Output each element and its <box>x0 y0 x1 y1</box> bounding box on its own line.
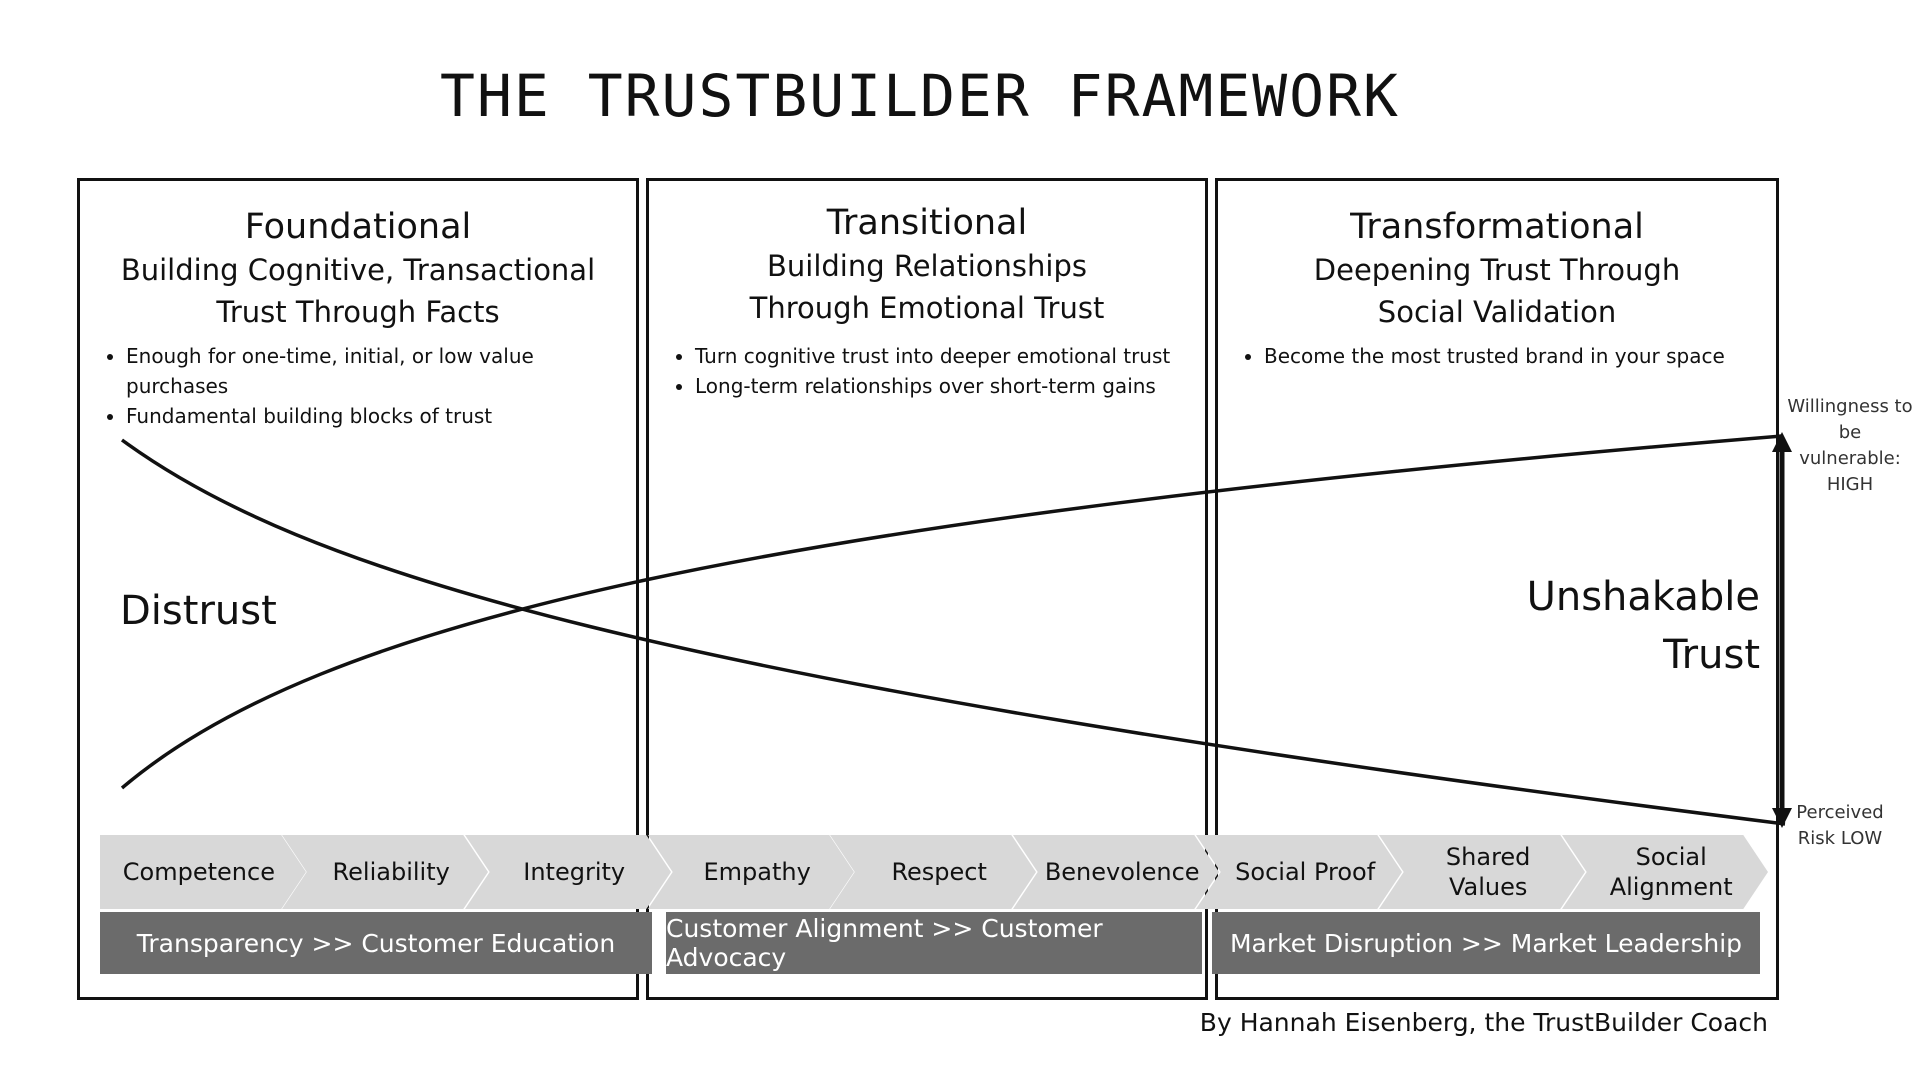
stage-label: Shared Values <box>1445 843 1531 901</box>
stage-label: Empathy <box>703 858 811 886</box>
panel-transitional: Transitional Building Relationships Thro… <box>646 178 1208 1000</box>
stage-label: Respect <box>891 858 987 886</box>
trust-label-line2: Trust <box>1663 632 1760 678</box>
bullet-list: Become the most trusted brand in your sp… <box>1240 341 1766 371</box>
phase-title: Transformational <box>1350 207 1644 247</box>
panel-header: Transitional Building Relationships Thro… <box>649 201 1205 329</box>
strategy-bar: Customer Alignment >> Customer Advocacy <box>666 912 1202 974</box>
phase-subtitle-line1: Deepening Trust Through <box>1313 253 1681 287</box>
stage-chevron: Competence <box>100 835 306 909</box>
stage-label: Benevolence <box>1044 858 1200 886</box>
phase-subtitle-line2: Through Emotional Trust <box>749 291 1105 325</box>
phase-subtitle-line1: Building Relationships <box>767 249 1087 283</box>
page-title: THE TRUSTBUILDER FRAMEWORK <box>440 62 1400 130</box>
strategy-bar: Transparency >> Customer Education <box>100 912 652 974</box>
risk-line2: Risk LOW <box>1797 828 1883 849</box>
bullet-list: Turn cognitive trust into deeper emotion… <box>671 341 1195 401</box>
phase-subtitle-line2: Social Validation <box>1377 295 1617 329</box>
bullet-item: Long-term relationships over short-term … <box>695 371 1195 401</box>
bullet-item: Become the most trusted brand in your sp… <box>1264 341 1766 371</box>
panel-transformational: Transformational Deepening Trust Through… <box>1215 178 1779 1000</box>
stage-label: Social Proof <box>1235 858 1376 886</box>
stage-chevron: Respect <box>830 835 1036 909</box>
risk-line1: Perceived <box>1796 802 1884 823</box>
vulnerable-line1: Willingness to <box>1787 396 1913 417</box>
stage-label: Reliability <box>332 858 450 886</box>
stage-label: Integrity <box>523 858 626 886</box>
stage-chevron: Integrity <box>465 835 671 909</box>
distrust-label: Distrust <box>120 588 277 634</box>
stage-chevron: Benevolence <box>1013 835 1219 909</box>
phase-title: Transitional <box>826 203 1028 243</box>
author-credit: By Hannah Eisenberg, the TrustBuilder Co… <box>1199 1008 1768 1037</box>
stage-chevron: Reliability <box>282 835 488 909</box>
bullet-list: Enough for one-time, initial, or low val… <box>102 341 626 431</box>
bullet-item: Fundamental building blocks of trust <box>126 401 626 431</box>
stage-chevron: Social Alignment <box>1562 835 1768 909</box>
risk-note: Perceived Risk LOW <box>1786 800 1894 852</box>
strategy-bar: Market Disruption >> Market Leadership <box>1212 912 1760 974</box>
bullet-item: Turn cognitive trust into deeper emotion… <box>695 341 1195 371</box>
stage-label: Competence <box>122 858 275 886</box>
phase-subtitle-line2: Trust Through Facts <box>216 295 500 329</box>
bullet-item: Enough for one-time, initial, or low val… <box>126 341 626 401</box>
phase-title: Foundational <box>244 207 472 247</box>
panel-foundational: Foundational Building Cognitive, Transac… <box>77 178 639 1000</box>
trust-label-line1: Unshakable <box>1526 574 1760 620</box>
vulnerability-note: Willingness to be vulnerable: HIGH <box>1786 394 1914 498</box>
stage-chevron: Social Proof <box>1196 835 1402 909</box>
panel-header: Foundational Building Cognitive, Transac… <box>80 205 636 333</box>
unshakable-trust-label: Unshakable Trust <box>1470 568 1760 684</box>
stage-label: Social Alignment <box>1609 843 1733 901</box>
vulnerable-line3: HIGH <box>1826 474 1874 495</box>
panel-header: Transformational Deepening Trust Through… <box>1218 205 1776 333</box>
stage-chevron: Shared Values <box>1379 835 1585 909</box>
vulnerable-line2: be vulnerable: <box>1799 422 1901 469</box>
phase-subtitle-line1: Building Cognitive, Transactional <box>120 253 596 287</box>
stage-chevron: Empathy <box>648 835 854 909</box>
